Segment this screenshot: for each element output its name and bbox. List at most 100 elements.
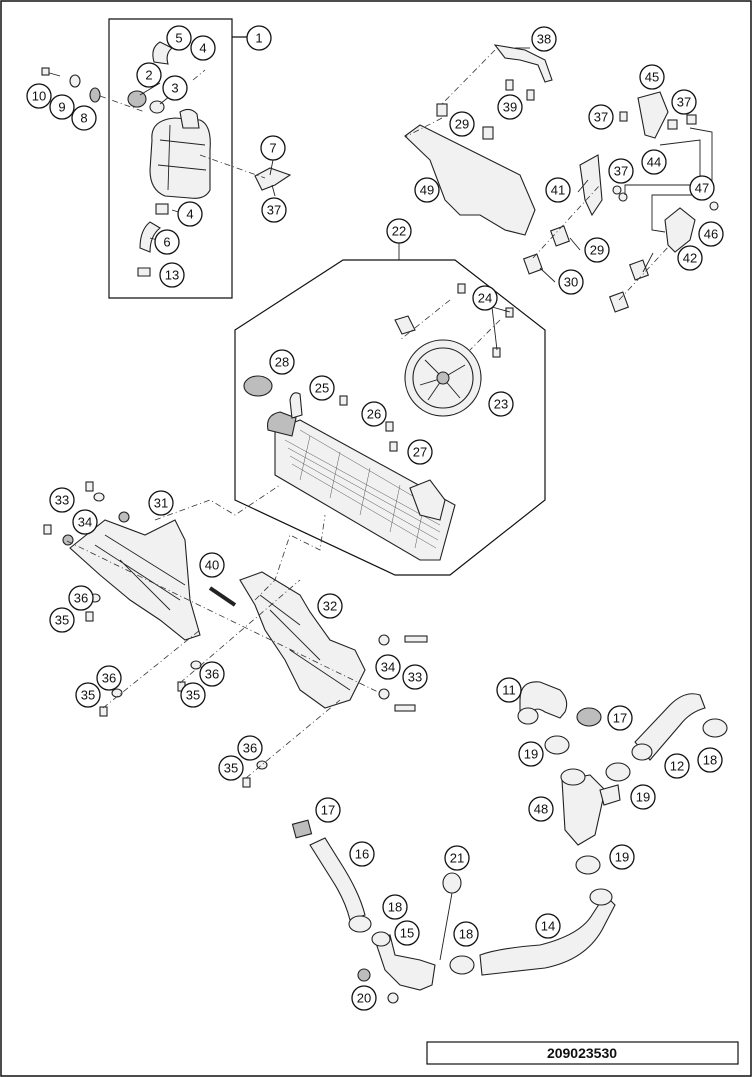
callout-circle xyxy=(218,755,244,781)
callout-number: 35 xyxy=(81,688,95,703)
callout-circle xyxy=(641,149,667,175)
callout-circle xyxy=(75,682,101,708)
callout-circle xyxy=(361,401,387,427)
callout-30: 30 xyxy=(558,269,584,295)
callout-number: 42 xyxy=(683,251,697,266)
callout-circle xyxy=(246,25,272,51)
callout-circle xyxy=(199,661,225,687)
callout-number: 46 xyxy=(704,227,718,242)
callout-number: 36 xyxy=(102,671,116,686)
callout-19: 19 xyxy=(609,844,635,870)
callout-circle xyxy=(309,375,335,401)
callout-circle xyxy=(261,197,287,223)
callout-46: 46 xyxy=(698,221,724,247)
callout-3: 3 xyxy=(162,75,188,101)
callout-number: 15 xyxy=(400,926,414,941)
callout-circle xyxy=(190,35,216,61)
callout-34: 34 xyxy=(375,654,401,680)
callout-37: 37 xyxy=(671,89,697,115)
radiator-fins xyxy=(284,429,441,549)
callout-4: 4 xyxy=(190,35,216,61)
callout-circle xyxy=(180,682,206,708)
callout-number: 29 xyxy=(455,117,469,132)
callout-circle xyxy=(49,94,75,120)
callout-number: 28 xyxy=(275,355,289,370)
callout-circle xyxy=(698,221,724,247)
callout-31: 31 xyxy=(148,490,174,516)
callout-number: 22 xyxy=(392,224,406,239)
air-guide-group xyxy=(43,481,428,788)
callout-number: 4 xyxy=(199,41,206,56)
callout-20: 20 xyxy=(351,985,377,1011)
callout-circle xyxy=(317,593,343,619)
callout-29: 29 xyxy=(584,237,610,263)
callout-number: 24 xyxy=(478,291,492,306)
callout-number: 33 xyxy=(55,493,69,508)
callout-circle xyxy=(72,509,98,535)
callout-number: 31 xyxy=(154,496,168,511)
callout-48: 48 xyxy=(528,796,554,822)
radiator-group xyxy=(234,259,546,576)
callout-number: 11 xyxy=(502,683,516,698)
expansion-tank-group xyxy=(41,18,292,299)
callout-number: 8 xyxy=(80,111,87,126)
callout-17: 17 xyxy=(315,797,341,823)
callout-circle xyxy=(159,262,185,288)
callout-circle xyxy=(402,664,428,690)
callout-number: 17 xyxy=(321,803,335,818)
callout-14: 14 xyxy=(535,913,561,939)
callout-circle xyxy=(558,269,584,295)
callout-circle xyxy=(166,25,192,51)
callout-number: 37 xyxy=(677,95,691,110)
callout-circle xyxy=(49,607,75,633)
callout-32: 32 xyxy=(317,593,343,619)
callout-circle xyxy=(472,285,498,311)
callout-47: 47 xyxy=(689,175,715,201)
callout-circle xyxy=(136,62,162,88)
callout-circle xyxy=(671,89,697,115)
callout-35: 35 xyxy=(218,755,244,781)
callout-37: 37 xyxy=(608,158,634,184)
callout-number: 36 xyxy=(205,667,219,682)
callout-circle xyxy=(68,585,94,611)
callout-36: 36 xyxy=(237,735,263,761)
callout-circle xyxy=(630,784,656,810)
callout-number: 35 xyxy=(186,688,200,703)
callout-number: 19 xyxy=(636,790,650,805)
callout-circle xyxy=(315,797,341,823)
callout-number: 35 xyxy=(224,761,238,776)
callout-7: 7 xyxy=(260,135,286,161)
callout-circle xyxy=(49,487,75,513)
callout-circle xyxy=(449,111,475,137)
callout-circle xyxy=(269,349,295,375)
callout-number: 7 xyxy=(269,141,276,156)
callout-circle xyxy=(535,913,561,939)
callout-number: 14 xyxy=(541,919,555,934)
callout-circle xyxy=(414,177,440,203)
callout-number: 49 xyxy=(420,183,434,198)
callout-19: 19 xyxy=(518,741,544,767)
callout-circle xyxy=(453,921,479,947)
callout-2: 2 xyxy=(136,62,162,88)
callout-number: 2 xyxy=(145,68,152,83)
callout-number: 18 xyxy=(703,753,717,768)
callout-33: 33 xyxy=(49,487,75,513)
callout-circle xyxy=(488,391,514,417)
callout-number: 19 xyxy=(524,747,538,762)
callout-number: 35 xyxy=(55,613,69,628)
callout-41: 41 xyxy=(545,177,571,203)
callout-circle xyxy=(96,665,122,691)
callout-22: 22 xyxy=(386,218,412,244)
callout-35: 35 xyxy=(75,682,101,708)
callout-35: 35 xyxy=(49,607,75,633)
callout-21: 21 xyxy=(444,845,470,871)
callout-number: 37 xyxy=(267,203,281,218)
callout-number: 32 xyxy=(323,599,337,614)
callout-number: 25 xyxy=(315,381,329,396)
callout-number: 13 xyxy=(165,268,179,283)
callout-circle xyxy=(609,844,635,870)
callout-circle xyxy=(697,747,723,773)
callout-circle xyxy=(689,175,715,201)
callout-29: 29 xyxy=(449,111,475,137)
